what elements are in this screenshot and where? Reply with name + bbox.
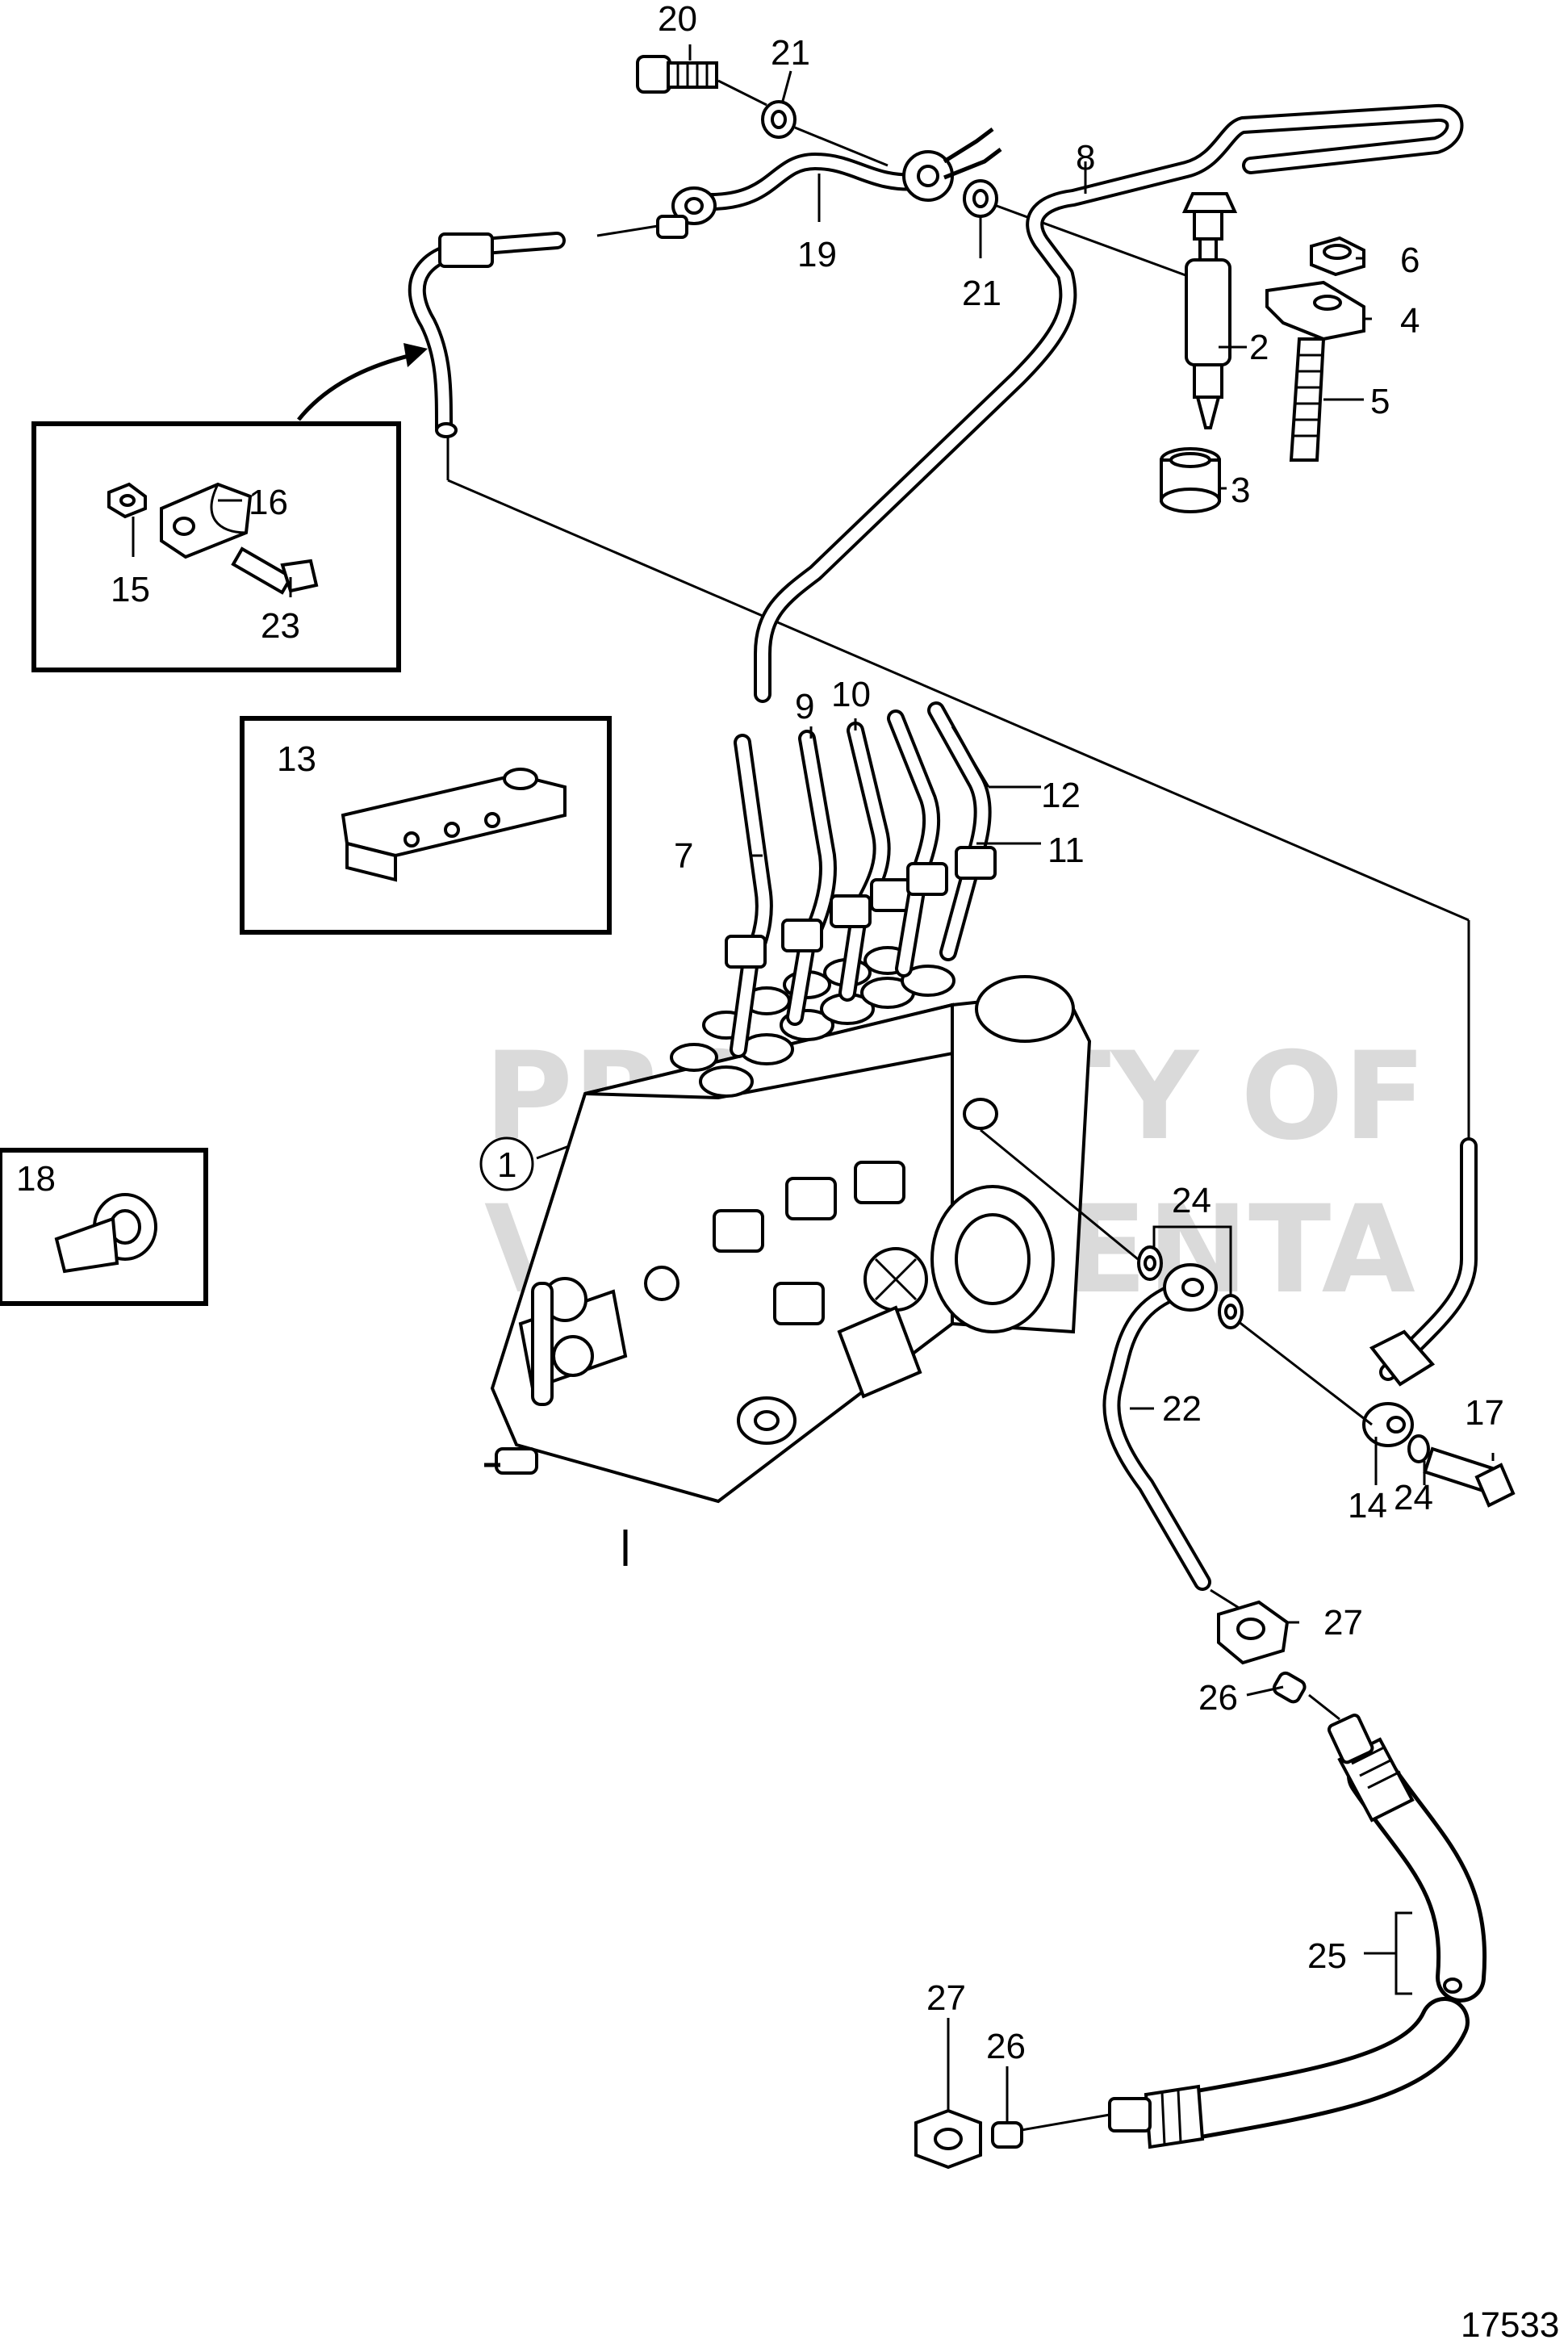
callout-21-upper: 21 [771,33,810,73]
pipe-10 [830,722,912,1002]
banjo-14 [1362,1402,1414,1447]
callout-22: 22 [1162,1389,1202,1429]
callout-3: 3 [1231,471,1250,510]
callout-labels: 20 21 19 21 8 2 6 4 5 3 16 15 23 13 9 10… [16,0,1504,2066]
axis-line-19 [596,224,659,237]
callout-18: 18 [16,1159,56,1199]
axis-line-lower [1016,2113,1110,2132]
axis-line-24-right [1230,1314,1373,1426]
callout-26-lower: 26 [986,2027,1026,2066]
olive-26-upper [1272,1671,1307,1704]
callout-7: 7 [674,836,693,876]
screw-23 [231,546,319,595]
delivery-pipe-8 [754,104,1464,703]
axis-line-2 [996,204,1195,280]
callout-24-bottom: 24 [1394,1478,1433,1517]
pipe-9 [781,730,837,1026]
banjo-bolt-20 [636,55,718,94]
axis-line-24-left [980,1128,1139,1261]
callout-10: 10 [831,675,871,714]
clip-16 [160,482,253,559]
bracket-24 [1152,1225,1232,1295]
fuel-hose-25 [1108,1714,1487,2149]
axis-line-26 [1308,1693,1340,1721]
callout-16: 16 [249,483,288,522]
olive-26-lower [991,2121,1023,2149]
washer-24-left [1137,1245,1163,1281]
stud-5 [1289,337,1326,462]
washer-24-right [1407,1434,1430,1463]
bracket-25 [1394,1911,1412,1995]
nipple-19-end [656,215,688,239]
return-pipe-left-end [408,232,566,438]
callout-12: 12 [1041,776,1081,815]
nut-15 [107,482,147,519]
callout-6: 6 [1400,241,1420,280]
delivery-pipes-7-12 [725,701,997,1058]
nut-27-lower [914,2108,982,2170]
callout-19: 19 [797,235,837,274]
washer-24-center [1218,1294,1244,1329]
callout-26-upper: 26 [1198,1678,1238,1718]
callout-11: 11 [1047,831,1085,870]
detail-arrow-head [403,343,428,367]
figure-number: 17533 [1461,2305,1559,2345]
leak-hose-right [1369,1137,1478,1387]
grommet-18 [54,1193,157,1274]
callout-17: 17 [1465,1393,1504,1433]
pump-side-fittings [531,1098,998,1445]
nut-6 [1310,236,1365,277]
callout-13: 13 [277,739,316,779]
callout-5: 5 [1370,382,1390,421]
sealing-washer-21-lower [963,179,998,218]
callout-8: 8 [1076,138,1095,178]
callout-2: 2 [1249,328,1269,367]
callout-circle-1 [479,1136,534,1191]
sealing-washer-21-upper [761,100,797,139]
callout-20: 20 [658,0,697,39]
callout-9: 9 [795,687,814,726]
callout-15: 15 [111,570,150,609]
heat-shield-3 [1160,447,1221,513]
callout-14: 14 [1348,1486,1387,1526]
detail-box-clip [31,421,401,672]
callout-4: 4 [1400,301,1420,341]
clamp-13 [341,768,567,882]
axis-line-21 [794,126,889,167]
callout-25: 25 [1307,1936,1347,1976]
callout-27-upper: 27 [1323,1603,1363,1643]
feed-pipe-22 [1102,1263,1218,1591]
axis-line-27 [1210,1588,1244,1612]
callout-27-lower: 27 [926,1978,966,2018]
callout-1: 1 [497,1145,516,1185]
pipe-11 [887,709,948,977]
clamp-yoke-4 [1265,280,1365,341]
callout-23: 23 [261,606,300,646]
banjo-bolt-17 [1423,1446,1516,1508]
leak-line-segment-b [447,479,1470,922]
detail-arrow [297,353,412,421]
injector-2 [1181,192,1238,429]
pipe-12 [927,701,997,961]
leader-lines [132,44,1495,2123]
pipe-7 [725,734,773,1058]
axis-line-20 [717,79,767,107]
callout-24-top: 24 [1172,1181,1211,1220]
return-pipe-19 [671,128,1002,225]
callout-21-lower: 21 [962,274,1001,313]
nut-27-upper [1217,1600,1290,1665]
